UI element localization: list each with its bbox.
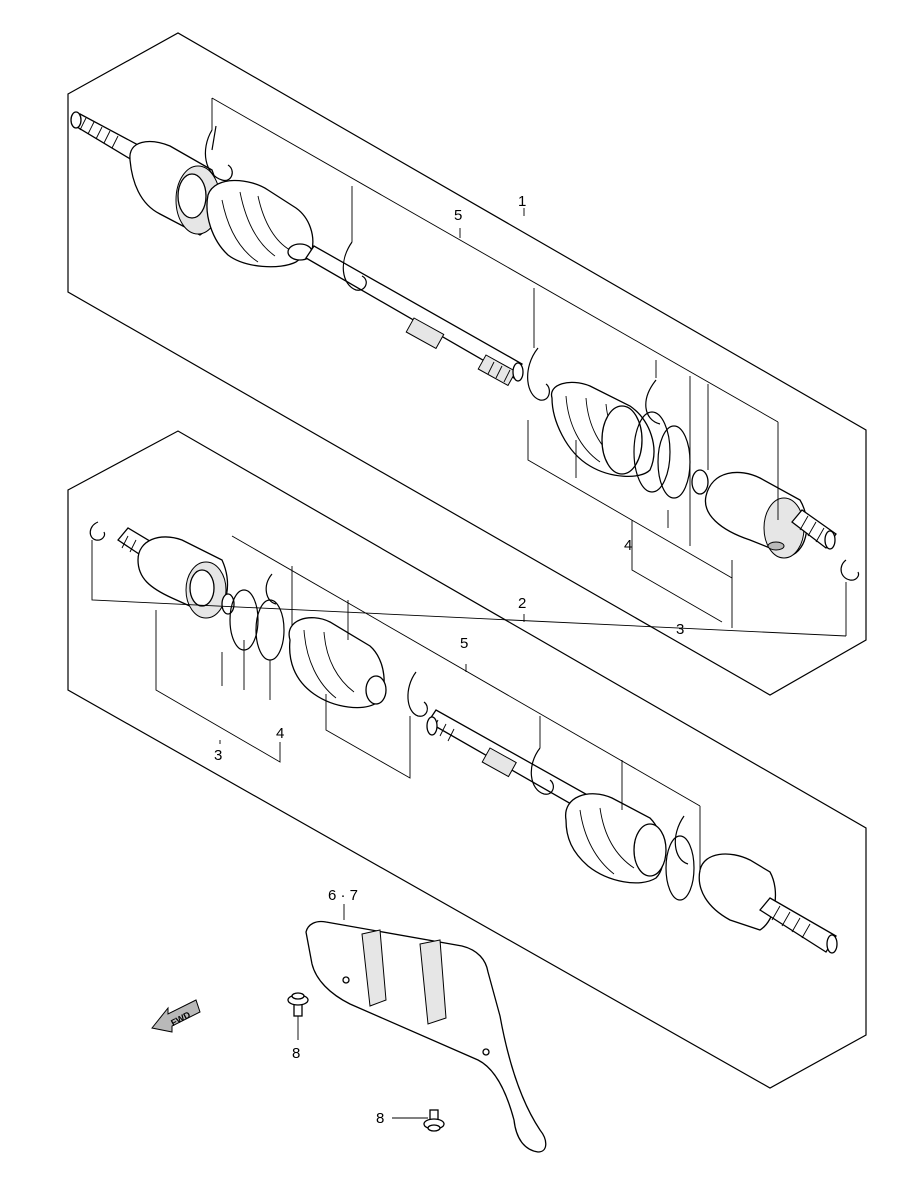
lower-circlip	[89, 521, 106, 541]
callout-5-lower: 5	[460, 635, 468, 652]
upper-inner-joint	[704, 471, 837, 559]
fwd-arrow-icon: FWD	[151, 999, 201, 1033]
lower-boot-band-right	[665, 815, 695, 901]
callout-6-7: 6 · 7	[328, 887, 358, 904]
callout-8-lower: 8	[376, 1110, 384, 1127]
callout-1: 1	[518, 193, 526, 210]
lower-outer-joint	[698, 853, 838, 954]
lower-outer-boot	[565, 793, 667, 884]
lower-inner-boot	[288, 617, 387, 709]
callouts: 1 5 4 3 2 5 3 4 6 · 7 8 8	[214, 193, 684, 1127]
upper-shaft	[305, 245, 524, 387]
upper-assembly-frame	[67, 32, 867, 696]
lower-inner-joint	[117, 527, 235, 619]
upper-boot-clamp-left	[204, 125, 233, 182]
lower-boot-band-set	[229, 573, 285, 661]
cover-plate	[305, 920, 547, 1153]
callout-8-upper: 8	[292, 1045, 300, 1062]
upper-shaft-clamp	[342, 241, 367, 291]
leader-lines	[91, 97, 847, 1119]
upper-circlip	[840, 559, 860, 581]
callout-4-lower: 4	[276, 725, 284, 742]
upper-outer-joint	[70, 111, 221, 236]
lower-inner-clamp	[407, 671, 428, 717]
upper-inner-boot	[551, 381, 655, 478]
callout-4-upper: 4	[624, 537, 632, 554]
lower-assembly-frame	[67, 430, 867, 1089]
callout-2: 2	[518, 595, 526, 612]
bolt-upper	[287, 992, 309, 1017]
upper-inner-clamp	[527, 347, 550, 401]
callout-3-lower: 3	[214, 747, 222, 764]
bolt-lower	[423, 1109, 445, 1132]
callout-3-upper: 3	[676, 621, 684, 638]
callout-5-upper: 5	[454, 207, 462, 224]
lower-shaft-clamp	[530, 747, 554, 795]
upper-outer-boot	[206, 179, 314, 268]
